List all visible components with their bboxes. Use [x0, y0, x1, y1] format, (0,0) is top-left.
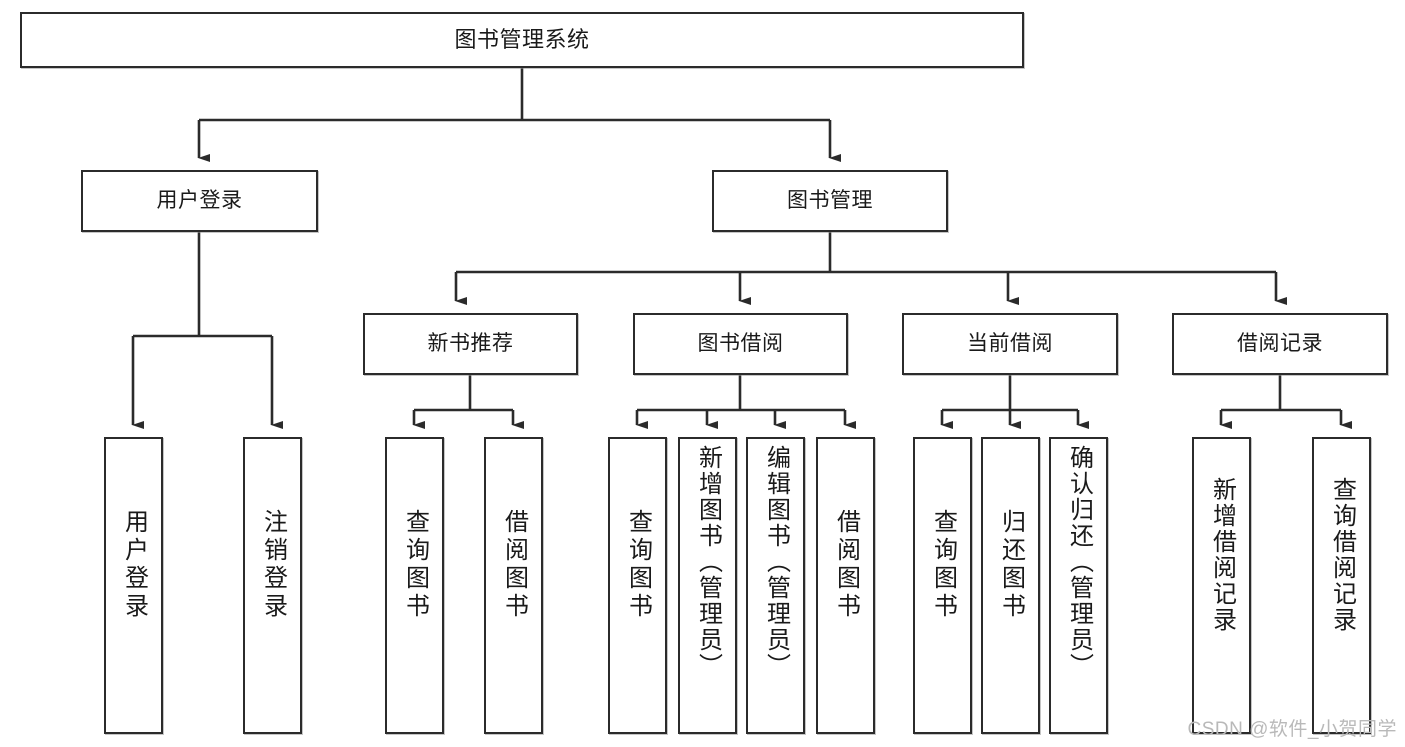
- node-borrow-record[interactable]: 借阅记录: [1172, 313, 1388, 375]
- leaf-current-borrow-confirm-return-admin[interactable]: 确认归还（管理员）: [1049, 437, 1108, 734]
- node-label: 借阅图书: [500, 509, 528, 621]
- node-label: 查询借阅记录: [1328, 477, 1356, 633]
- csdn-watermark: CSDN @软件_小贺同学: [1187, 719, 1397, 740]
- node-label: 新书推荐: [427, 331, 514, 355]
- node-label: 借阅记录: [1237, 331, 1323, 355]
- leaf-user-login-logout[interactable]: 注销登录: [243, 437, 302, 734]
- node-label: 查询图书: [624, 509, 652, 621]
- node-label: 归还图书: [997, 509, 1025, 621]
- leaf-borrow-record-add-record[interactable]: 新增借阅记录: [1192, 437, 1251, 734]
- node-current-borrow[interactable]: 当前借阅: [902, 313, 1118, 375]
- node-user-login[interactable]: 用户登录: [81, 170, 318, 232]
- node-label: 确认归还（管理员）: [1065, 445, 1093, 679]
- leaf-book-borrow-add-book-admin[interactable]: 新增图书（管理员）: [678, 437, 737, 734]
- leaf-current-borrow-return-book[interactable]: 归还图书: [981, 437, 1040, 734]
- node-label: 新增借阅记录: [1208, 477, 1236, 633]
- leaf-borrow-record-query-record[interactable]: 查询借阅记录: [1312, 437, 1371, 734]
- node-book-management[interactable]: 图书管理: [712, 170, 948, 232]
- leaf-user-login-login[interactable]: 用户登录: [104, 437, 163, 734]
- node-label: 图书借阅: [697, 331, 784, 355]
- leaf-book-borrow-query-book[interactable]: 查询图书: [608, 437, 667, 734]
- node-label: 借阅图书: [832, 509, 860, 621]
- node-label: 查询图书: [929, 509, 957, 621]
- node-label: 查询图书: [401, 509, 429, 621]
- node-label: 当前借阅: [967, 331, 1053, 355]
- node-root-book-management-system[interactable]: 图书管理系统: [20, 12, 1024, 68]
- node-label: 图书管理: [787, 188, 873, 212]
- node-label: 用户登录: [156, 188, 243, 212]
- node-label: 图书管理系统: [454, 27, 590, 53]
- node-label: 编辑图书（管理员）: [762, 445, 790, 679]
- leaf-book-borrow-edit-book-admin[interactable]: 编辑图书（管理员）: [746, 437, 805, 734]
- leaf-book-borrow-borrow-book[interactable]: 借阅图书: [816, 437, 875, 734]
- node-label: 用户登录: [120, 509, 148, 621]
- leaf-new-book-borrow-book[interactable]: 借阅图书: [484, 437, 543, 734]
- node-book-borrow[interactable]: 图书借阅: [633, 313, 848, 375]
- node-label: 注销登录: [259, 509, 287, 621]
- leaf-new-book-query-book[interactable]: 查询图书: [385, 437, 444, 734]
- node-label: 新增图书（管理员）: [694, 445, 722, 679]
- node-new-book-recommendation[interactable]: 新书推荐: [363, 313, 578, 375]
- leaf-current-borrow-query-book[interactable]: 查询图书: [913, 437, 972, 734]
